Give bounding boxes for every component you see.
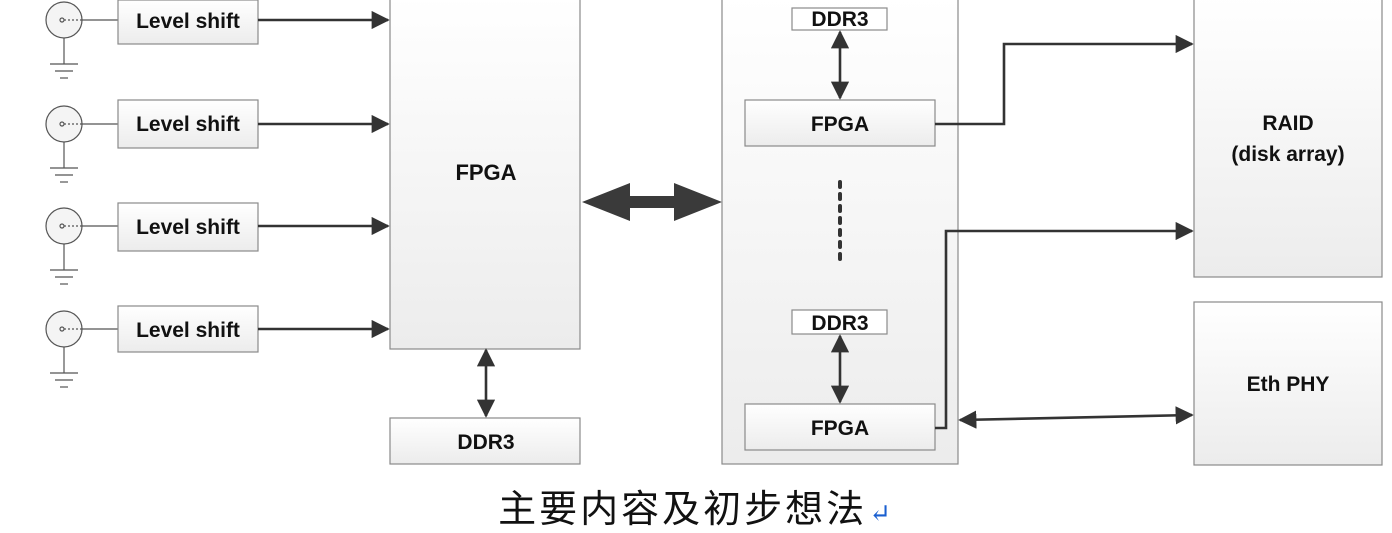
level-shift-box-1: Level shift — [117, 0, 259, 45]
level-shift-label: Level shift — [136, 216, 240, 239]
raid-label-line2: (disk array) — [1231, 143, 1344, 166]
board-top-ddr3-label: DDR3 — [811, 8, 868, 31]
board-bottom-fpga-box: FPGA — [744, 403, 936, 451]
raid-label-line1: RAID — [1262, 112, 1313, 135]
eth-phy-box: Eth PHY — [1193, 301, 1383, 466]
caption: 主要内容及初步想法↵ — [0, 478, 1392, 533]
top-fpga-raid-line — [935, 34, 1194, 126]
board-top-ddr3-box: DDR3 — [791, 7, 888, 31]
coax-connector-2 — [45, 105, 118, 183]
coax-connector-3 — [45, 207, 118, 285]
level-shift-label: Level shift — [136, 10, 240, 33]
board-eth-arrow — [958, 406, 1194, 429]
main-ddr3-box: DDR3 — [389, 417, 581, 465]
board-bottom-ddr3-box: DDR3 — [791, 309, 888, 335]
board-top-fpga-box: FPGA — [744, 99, 936, 147]
main-fpga-box: FPGA — [389, 0, 581, 350]
level-shift-box-3: Level shift — [117, 202, 259, 252]
return-mark-icon: ↵ — [869, 499, 894, 529]
bottom-fpga-raid-line — [935, 221, 1194, 430]
main-ddr3-label: DDR3 — [457, 431, 514, 454]
main-fpga-label: FPGA — [455, 160, 516, 185]
raid-box: RAID (disk array) — [1193, 0, 1383, 278]
level-shift-box-4: Level shift — [117, 305, 259, 353]
system-block-diagram: Level shift Level shift Level shift Leve… — [45, 0, 1383, 466]
caption-text: 主要内容及初步想法 — [498, 487, 868, 531]
coax-connector-1 — [45, 1, 118, 79]
eth-phy-label: Eth PHY — [1247, 373, 1330, 396]
board-top-fpga-label: FPGA — [811, 113, 869, 136]
board-bottom-fpga-label: FPGA — [811, 417, 869, 440]
coax-connector-4 — [45, 310, 118, 388]
board-bottom-ddr3-label: DDR3 — [811, 312, 868, 335]
fpga-board-double-arrow — [582, 183, 722, 221]
level-shift-label: Level shift — [136, 113, 240, 136]
level-shift-box-2: Level shift — [117, 99, 259, 149]
level-shift-label: Level shift — [136, 319, 240, 342]
